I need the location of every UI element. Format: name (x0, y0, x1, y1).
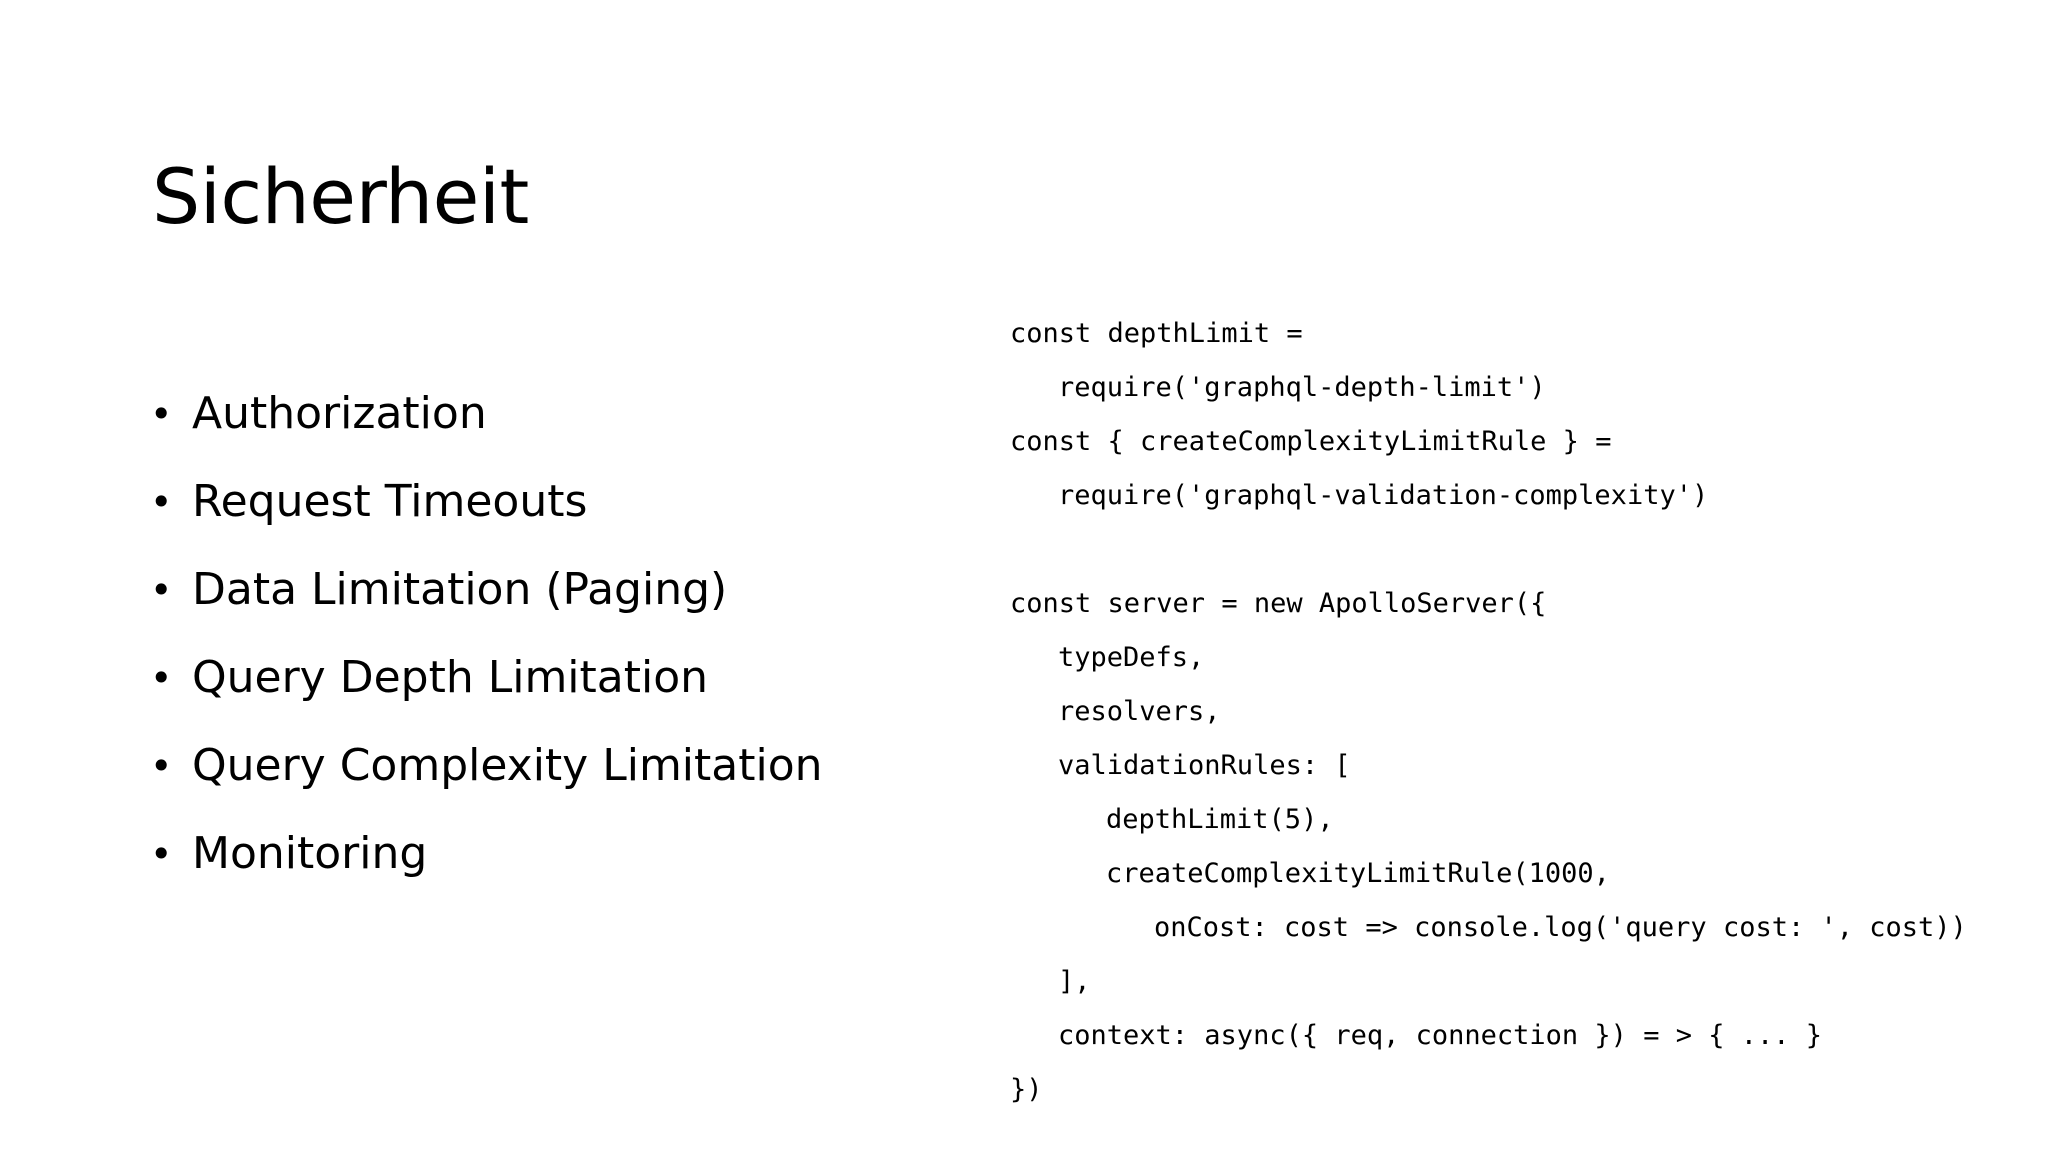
list-item: • Request Timeouts (150, 458, 910, 546)
code-line: ], (1058, 966, 1091, 997)
code-line-blank (1010, 523, 1967, 577)
bullet-point-icon: • (150, 832, 173, 876)
code-line: depthLimit(5), (1106, 804, 1334, 835)
list-item-label: Query Depth Limitation (192, 652, 709, 703)
bullet-point-icon: • (150, 656, 173, 700)
bullet-point-icon: • (150, 480, 173, 524)
code-line: const { createComplexityLimitRule } = (1010, 426, 1612, 457)
code-snippet: const depthLimit = require('graphql-depth… (1010, 307, 1967, 1117)
list-item-label: Data Limitation (Paging) (192, 564, 728, 615)
code-line: require('graphql-depth-limit') (1058, 372, 1546, 403)
list-item-label: Monitoring (192, 828, 428, 879)
code-line: typeDefs, (1058, 642, 1205, 673)
list-item: • Authorization (150, 370, 910, 458)
code-line: validationRules: [ (1058, 750, 1351, 781)
bullet-point-icon: • (150, 568, 173, 612)
code-line: resolvers, (1058, 696, 1221, 727)
bullet-point-icon: • (150, 392, 173, 436)
list-item-label: Authorization (192, 388, 487, 439)
code-line: }) (1010, 1074, 1043, 1105)
code-line: context: async({ req, connection }) = > … (1058, 1020, 1823, 1051)
list-item: • Query Depth Limitation (150, 634, 910, 722)
list-item: • Query Complexity Limitation (150, 722, 910, 810)
list-item: • Data Limitation (Paging) (150, 546, 910, 634)
code-line: const depthLimit = (1010, 318, 1303, 349)
code-line: const server = new ApolloServer({ (1010, 588, 1547, 619)
code-line: onCost: cost => console.log('query cost:… (1154, 912, 1967, 943)
code-line: require('graphql-validation-complexity') (1058, 480, 1709, 511)
list-item-label: Request Timeouts (192, 476, 588, 527)
code-line: createComplexityLimitRule(1000, (1106, 858, 1610, 889)
list-item: • Monitoring (150, 810, 910, 898)
bullet-point-icon: • (150, 744, 173, 788)
page-title: Sicherheit (152, 151, 529, 241)
list-item-label: Query Complexity Limitation (192, 740, 823, 791)
security-topics-list: • Authorization • Request Timeouts • Dat… (150, 370, 910, 898)
